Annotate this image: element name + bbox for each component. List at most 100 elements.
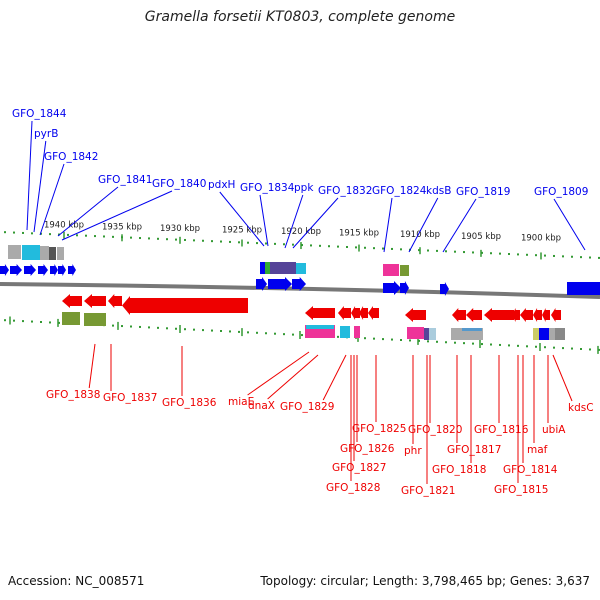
feature-box	[340, 326, 350, 338]
forward-gene-arrow	[38, 264, 48, 276]
tick-dot	[481, 251, 483, 254]
tick-dot	[166, 327, 168, 330]
feature-box	[40, 246, 49, 260]
tick-dot	[463, 251, 465, 254]
tick-dot	[553, 346, 555, 349]
gene-label-bottom: GFO_1829	[280, 401, 334, 413]
label-leader-line	[61, 190, 173, 241]
tick-dot	[31, 320, 33, 323]
tick-dot	[40, 232, 42, 235]
tick-dot	[175, 327, 177, 330]
tick-dot	[508, 344, 510, 347]
tick-dot	[490, 252, 492, 255]
gene-label-bottom: GFO_1820	[408, 424, 462, 436]
scale-label: 1900 kbp	[521, 233, 561, 243]
tick-dot	[274, 242, 276, 245]
tick-dot	[499, 252, 501, 255]
forward-gene-arrow	[58, 264, 66, 276]
label-leader-line	[292, 197, 339, 249]
tick-dot	[211, 240, 213, 243]
tick-dot	[454, 341, 456, 344]
tick-dot	[4, 319, 6, 322]
reverse-gene-arrow	[84, 294, 106, 308]
label-leader-line	[284, 194, 304, 249]
tick-dot	[22, 320, 24, 323]
gene-label-bottom: miaE	[228, 396, 254, 408]
tick-dot	[247, 331, 249, 334]
scale-label: 1930 kbp	[160, 224, 200, 234]
feature-box	[424, 328, 430, 340]
forward-gene-arrow	[0, 264, 9, 276]
tick-dot	[112, 324, 114, 327]
tick-dot	[391, 247, 393, 250]
reverse-gene-arrow	[108, 294, 122, 308]
tick-dot	[364, 246, 366, 249]
reverse-gene-arrow	[484, 308, 514, 322]
tick-dot	[67, 233, 69, 236]
tick-dot	[517, 253, 519, 256]
label-leader-line	[553, 198, 586, 251]
gene-label-top: pdxH	[208, 179, 235, 191]
tick-dot	[373, 337, 375, 340]
gene-label-bottom: GFO_1827	[332, 462, 386, 474]
tick-dot	[553, 254, 555, 257]
tick-dot	[13, 231, 15, 234]
label-leader-line	[408, 197, 439, 253]
gene-label-top: GFO_1834	[240, 182, 295, 194]
label-leader-line	[39, 163, 65, 236]
tick-dot	[130, 236, 132, 239]
tick-dot	[562, 347, 564, 350]
feature-box	[84, 313, 106, 326]
reverse-gene-arrow	[305, 306, 335, 320]
feature-box	[22, 245, 40, 260]
tick-dot	[49, 233, 51, 236]
tick-dot	[364, 337, 366, 340]
tick-dot	[382, 247, 384, 250]
forward-gene-arrow	[292, 277, 306, 291]
tick-dot	[589, 256, 591, 259]
tick-dot	[562, 255, 564, 258]
feature-box	[407, 327, 424, 339]
tick-dot	[544, 346, 546, 349]
feature-box	[49, 247, 56, 260]
tick-dot	[184, 328, 186, 331]
forward-gene-arrow	[50, 264, 58, 276]
label-leader-line	[219, 191, 265, 247]
tick-dot	[31, 232, 33, 235]
feature-box	[62, 312, 80, 325]
tick-dot	[58, 321, 60, 324]
gene-label-bottom: GFO_1815	[494, 484, 548, 496]
tick-dot	[256, 242, 258, 245]
gene-label-top: GFO_1832	[318, 185, 372, 197]
gene-label-bottom: dnaX	[248, 400, 275, 412]
reverse-gene-arrow	[533, 308, 542, 322]
reverse-gene-arrow	[551, 308, 561, 322]
tick-dot	[382, 338, 384, 341]
tick-dot	[283, 333, 285, 336]
gene-label-top: GFO_1824	[372, 185, 427, 197]
label-leader-line	[33, 140, 47, 233]
feature-box	[306, 325, 334, 329]
tick-dot	[427, 249, 429, 252]
reverse-gene-arrow	[122, 296, 248, 315]
tick-dot	[598, 256, 600, 259]
scale-label: 1905 kbp	[461, 232, 501, 242]
feature-box	[265, 262, 270, 274]
tick-dot	[4, 231, 6, 234]
gene-label-bottom: GFO_1817	[447, 444, 501, 456]
tick-dot	[157, 237, 159, 240]
tick-dot	[436, 249, 438, 252]
gene-label-top: GFO_1844	[12, 108, 67, 120]
forward-scale-dots	[4, 231, 600, 259]
feature-box	[57, 247, 64, 260]
forward-gene-arrow	[24, 264, 36, 276]
label-leader-line	[247, 351, 310, 396]
tick-dot	[247, 241, 249, 244]
tick-dot	[355, 246, 357, 249]
tick-dot	[328, 245, 330, 248]
reverse-gene-arrow	[542, 308, 550, 322]
label-leader-line	[552, 354, 573, 402]
tick-dot	[103, 235, 105, 238]
scale-label: 1915 kbp	[339, 229, 379, 239]
tick-dot	[148, 326, 150, 329]
